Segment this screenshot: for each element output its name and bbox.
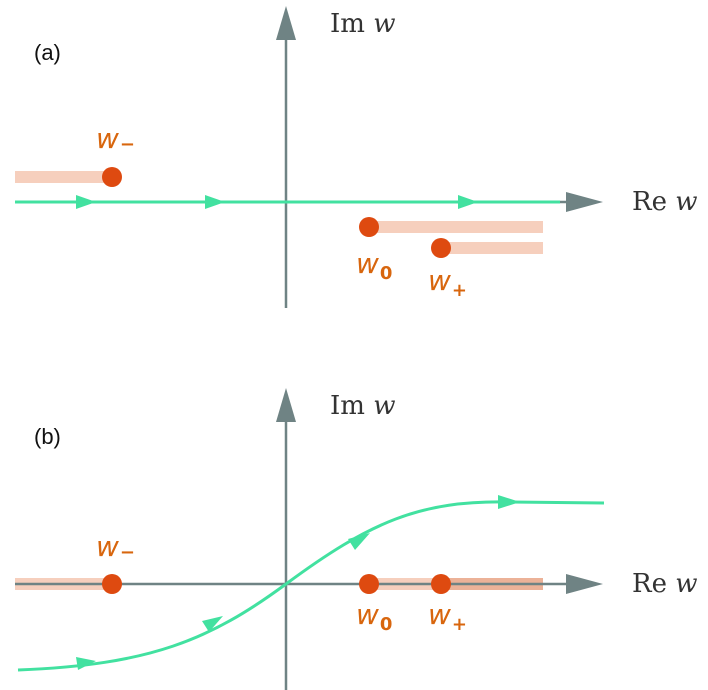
branch-point-w-minus (102, 574, 122, 594)
label-w0: w0 (356, 247, 392, 284)
real-axis-arrow-icon (566, 192, 603, 212)
contour-arrow-icon (205, 195, 225, 209)
branch-point-w-plus (431, 574, 451, 594)
imaginary-axis-arrow-icon (276, 388, 296, 422)
panel-a: (a) w− w0 w+ Im w Re w (15, 6, 698, 308)
contour-arrow-icon (348, 533, 370, 550)
panel-a-label: (a) (34, 40, 61, 65)
contour-arrow-icon (202, 616, 223, 632)
contour-arrow-icon (458, 195, 478, 209)
im-axis-label: Im w (330, 9, 395, 39)
panel-b-label: (b) (34, 424, 61, 449)
label-w0: w0 (356, 598, 392, 635)
im-axis-label: Im w (330, 391, 395, 421)
label-w-minus: w− (96, 122, 135, 155)
label-w-minus: w− (96, 530, 135, 563)
branch-point-w-plus (431, 238, 451, 258)
real-axis-arrow-icon (566, 574, 603, 594)
integration-contour (17, 500, 605, 672)
branch-point-w-minus (102, 167, 122, 187)
contour-arrow-icon (76, 657, 96, 670)
re-axis-label: Re w (632, 569, 698, 599)
imaginary-axis-arrow-icon (276, 6, 296, 40)
re-axis-label: Re w (632, 187, 698, 217)
label-w-plus: w+ (428, 264, 467, 301)
contour-arrow-icon (76, 195, 96, 209)
contour-arrow-icon (498, 495, 520, 509)
branch-point-w0 (359, 217, 379, 237)
panel-b: (b) w− w0 w+ Im w Re w (15, 388, 698, 690)
branch-point-w0 (359, 574, 379, 594)
label-w-plus: w+ (428, 598, 467, 635)
